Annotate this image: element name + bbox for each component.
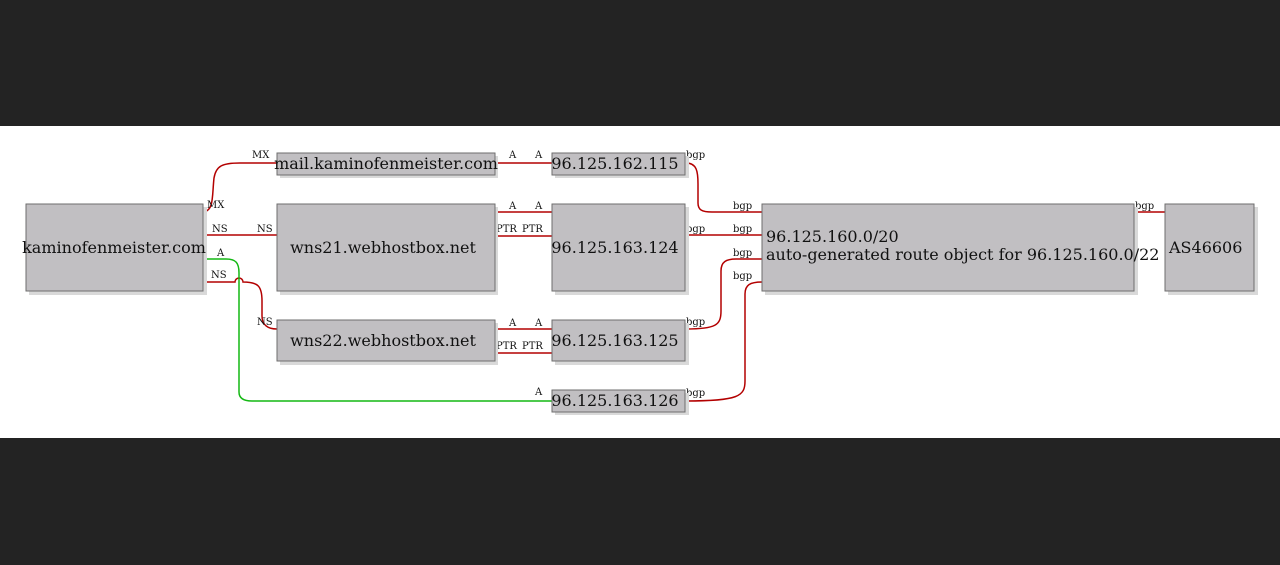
node-route[interactable] bbox=[761, 203, 1135, 292]
label-mx-mail-end: MX bbox=[252, 150, 270, 161]
label-a-wns22-end: A bbox=[508, 318, 517, 329]
node-ip126-label: 96.125.163.126 bbox=[551, 391, 678, 410]
node-ip125[interactable] bbox=[551, 319, 686, 362]
label-bgp-ip125-end: bgp bbox=[686, 317, 705, 328]
label-a-ip126-domain-end: A bbox=[216, 248, 225, 259]
label-a-ip115-end: A bbox=[534, 150, 543, 161]
label-a-ip126-end: A bbox=[534, 387, 543, 398]
node-asn[interactable] bbox=[1164, 203, 1255, 292]
label-ns-wns22-end: NS bbox=[257, 317, 273, 328]
label-ptr-ip124-end: PTR bbox=[522, 224, 543, 235]
edge-domain-a-ip126 bbox=[204, 258, 552, 402]
node-route-prefix: 96.125.160.0/20 bbox=[766, 227, 899, 246]
label-bgp-ip115-end: bgp bbox=[686, 150, 705, 161]
label-bgp-ip124-end: bgp bbox=[686, 224, 705, 235]
label-a-wns21-end: A bbox=[508, 201, 517, 212]
node-ip124[interactable] bbox=[551, 203, 686, 292]
network-diagram: MX MX NS NS A NS NS A A A A PTR PTR A A … bbox=[22, 150, 1258, 415]
edge-domain-ns-wns22 bbox=[204, 277, 278, 330]
node-ip125-label: 96.125.163.125 bbox=[551, 331, 678, 350]
label-bgp-ip126-end: bgp bbox=[686, 388, 705, 399]
edge-ip115-bgp-route bbox=[685, 162, 762, 213]
node-wns22-label: wns22.webhostbox.net bbox=[290, 331, 476, 350]
label-ns-wns22-domain-end: NS bbox=[211, 270, 227, 281]
label-bgp-route-ip125: bgp bbox=[733, 248, 752, 259]
node-wns21-label: wns21.webhostbox.net bbox=[290, 238, 476, 257]
label-mx-domain-end: MX bbox=[207, 200, 225, 211]
node-domain-label: kaminofenmeister.com bbox=[22, 238, 206, 257]
label-ns-wns21-domain-end: NS bbox=[212, 224, 228, 235]
node-ip115[interactable] bbox=[551, 152, 686, 176]
label-bgp-route-ip124: bgp bbox=[733, 224, 752, 235]
label-bgp-route-ip126: bgp bbox=[733, 271, 752, 282]
edge-ip125-bgp-route bbox=[685, 258, 762, 330]
label-a-mail-end: A bbox=[508, 150, 517, 161]
label-bgp-route-top: bgp bbox=[733, 201, 752, 212]
label-ptr-wns21-end: PTR bbox=[496, 224, 517, 235]
node-ip115-label: 96.125.162.115 bbox=[551, 154, 678, 173]
label-a-ip124-end: A bbox=[534, 201, 543, 212]
node-wns22[interactable] bbox=[276, 319, 496, 362]
node-domain[interactable] bbox=[25, 203, 204, 292]
node-mail[interactable] bbox=[276, 152, 496, 176]
diagram-canvas: MX MX NS NS A NS NS A A A A PTR PTR A A … bbox=[0, 126, 1280, 438]
edge-domain-mx-mail bbox=[203, 162, 277, 213]
label-ptr-ip125-end: PTR bbox=[522, 341, 543, 352]
node-ip126[interactable] bbox=[551, 389, 686, 413]
label-bgp-route-to-asn: bgp bbox=[1135, 201, 1154, 212]
node-wns21[interactable] bbox=[276, 203, 496, 292]
node-route-description: auto-generated route object for 96.125.1… bbox=[766, 245, 1159, 264]
edge-ip126-bgp-route bbox=[685, 281, 763, 402]
label-ptr-wns22-end: PTR bbox=[496, 341, 517, 352]
label-a-ip125-end: A bbox=[534, 318, 543, 329]
node-ip124-label: 96.125.163.124 bbox=[551, 238, 678, 257]
node-mail-label: mail.kaminofenmeister.com bbox=[274, 154, 498, 173]
label-ns-wns21-end: NS bbox=[257, 224, 273, 235]
node-asn-label: AS46606 bbox=[1168, 238, 1242, 257]
